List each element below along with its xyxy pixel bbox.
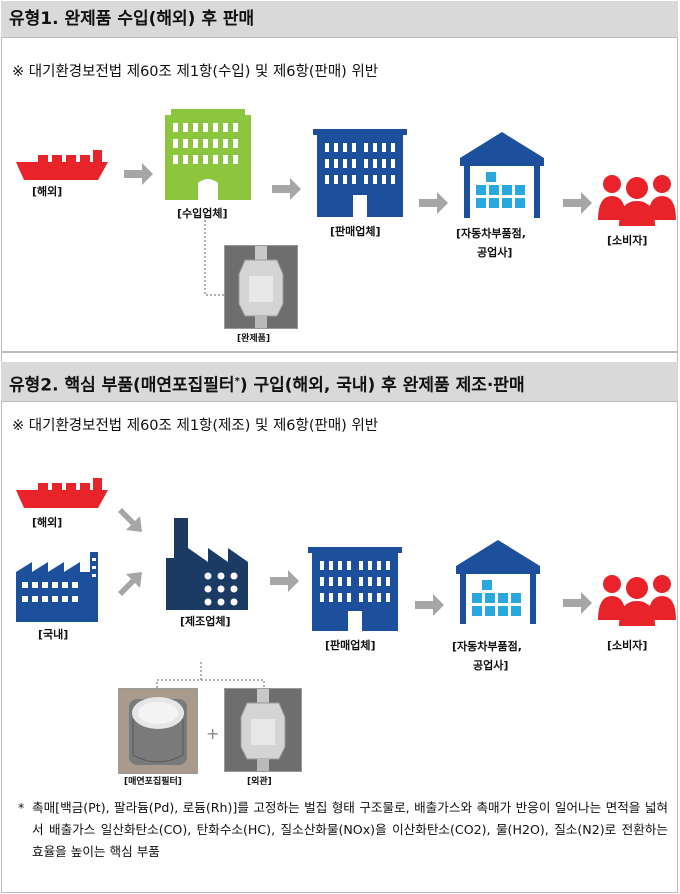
section1-law: ※ 대기환경보전법 제60조 제1항(수입) 및 제6항(판매) 위반 — [12, 64, 379, 80]
dotted-connector — [204, 220, 225, 296]
exterior-photo — [224, 688, 302, 772]
dotted-connector — [156, 662, 265, 688]
label-overseas: [해외] — [32, 516, 63, 529]
label-manufacturer: [제조업체] — [180, 615, 231, 628]
footnote-mark: * — [18, 800, 25, 815]
section1-title: 유형1. 완제품 수입(해외) 후 판매 — [1, 1, 678, 38]
footnote: * 촉매[백금(Pt), 팔라듐(Pd), 로듐(Rh)]를 고정하는 벌집 형… — [18, 797, 668, 863]
footnote-text: 촉매[백금(Pt), 팔라듐(Pd), 로듐(Rh)]를 고정하는 벌집 형태 … — [32, 800, 668, 859]
section2-law: ※ 대기환경보전법 제60조 제1항(제조) 및 제6항(판매) 위반 — [12, 418, 379, 434]
label-finished-product: [완제품] — [237, 334, 271, 344]
arrow-up-right-icon — [118, 572, 142, 596]
label-overseas: [해외] — [32, 185, 63, 198]
label-consumer: [소비자] — [607, 234, 648, 247]
arrow-right-icon — [270, 570, 299, 592]
label-consumer: [소비자] — [607, 639, 648, 652]
ship-icon — [16, 150, 108, 180]
arrow-right-icon — [563, 192, 592, 214]
filter-icon — [119, 689, 197, 773]
label-repair-shop: 공업사] — [473, 659, 509, 672]
finished-product-photo — [224, 245, 298, 329]
arrow-right-icon — [563, 592, 592, 614]
ship-icon — [16, 478, 108, 508]
arrow-right-icon — [272, 178, 301, 200]
label-repair-shop: 공업사] — [477, 246, 513, 259]
label-domestic: [국내] — [38, 628, 69, 641]
arrow-right-icon — [419, 192, 448, 214]
consumer-group-icon — [598, 175, 676, 226]
warehouse-icon — [456, 540, 540, 624]
label-seller: [판매업체] — [330, 225, 381, 238]
importer-building-icon — [165, 109, 251, 200]
section2-frame — [1, 352, 678, 893]
label-parts-store: [자동차부품점, — [456, 227, 526, 240]
label-filter: [매연포집필터] — [124, 777, 182, 787]
seller-building-icon — [308, 547, 402, 631]
section1-diagram — [16, 109, 676, 296]
warehouse-icon — [460, 132, 544, 218]
plus-sign: + — [206, 724, 220, 743]
filter-photo — [118, 688, 198, 774]
label-seller: [판매업체] — [325, 639, 376, 652]
title-footnote-mark: * — [234, 376, 240, 387]
label-exterior: [외관] — [247, 777, 272, 787]
arrow-right-icon — [124, 163, 153, 185]
seller-building-icon — [313, 129, 407, 217]
manufacturer-factory-icon — [166, 518, 248, 610]
arrow-down-right-icon — [118, 508, 142, 532]
catalytic-converter-icon — [225, 689, 301, 771]
catalytic-converter-icon — [225, 246, 297, 328]
section2-title: 유형2. 핵심 부품(매연포집필터*) 구입(해외, 국내) 후 완제품 제조·… — [1, 362, 678, 402]
consumer-group-icon — [598, 575, 676, 626]
label-parts-store: [자동차부품점, — [452, 640, 522, 653]
label-importer: [수입업체] — [177, 207, 228, 220]
domestic-factory-icon — [16, 552, 98, 622]
arrow-right-icon — [415, 594, 444, 616]
